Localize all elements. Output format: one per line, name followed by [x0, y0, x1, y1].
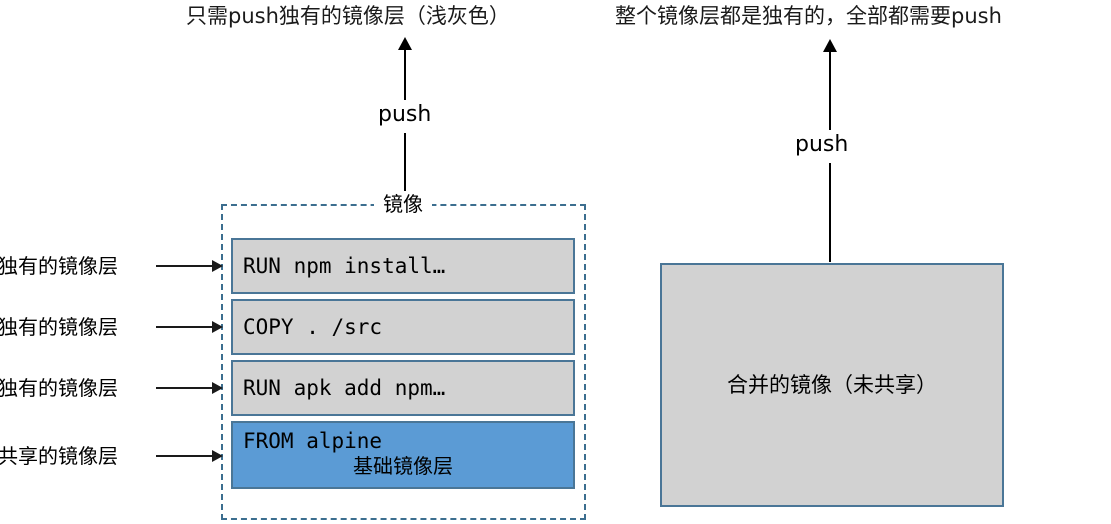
left-push-arrow-upper-segment — [404, 50, 406, 100]
image-container-title: 镜像 — [374, 191, 432, 217]
right-push-label: push — [789, 132, 855, 158]
right-push-arrow-lower-segment — [829, 163, 831, 262]
left-push-label: push — [372, 102, 438, 128]
layer-side-label: 共享的镜像层 — [0, 444, 118, 468]
layer-side-arrow-line — [156, 455, 214, 457]
layer-side-arrow-line — [156, 326, 214, 328]
left-push-arrowhead-icon — [398, 37, 412, 50]
merged-image-label: 合并的镜像（未共享） — [727, 373, 937, 397]
image-layer: RUN apk add npm… — [231, 360, 575, 416]
layer-side-label: 独有的镜像层 — [0, 376, 118, 400]
layer-command: FROM alpine — [243, 429, 383, 453]
image-layer: RUN npm install… — [231, 238, 575, 294]
layer-command: RUN apk add npm… — [243, 375, 446, 400]
left-panel-caption: 只需push独有的镜像层（浅灰色） — [186, 4, 510, 28]
right-push-arrowhead-icon — [823, 39, 837, 52]
layer-side-label: 独有的镜像层 — [0, 315, 118, 339]
layer-side-arrowhead-icon — [212, 382, 223, 394]
layer-side-arrow-line — [156, 387, 214, 389]
layer-side-arrowhead-icon — [212, 260, 223, 272]
merged-image-box: 合并的镜像（未共享） — [660, 263, 1004, 507]
layer-side-label: 独有的镜像层 — [0, 254, 118, 278]
left-push-arrow-lower-segment — [404, 133, 406, 197]
base-layer-sublabel: 基础镜像层 — [353, 454, 453, 478]
layer-side-arrowhead-icon — [212, 450, 223, 462]
layer-command: RUN npm install… — [243, 253, 446, 278]
image-layer: COPY . /src — [231, 299, 575, 355]
right-panel-caption: 整个镜像层都是独有的，全部都需要push — [615, 4, 1002, 28]
image-base-layer: FROM alpine 基础镜像层 — [231, 421, 575, 489]
layer-command: COPY . /src — [243, 314, 383, 339]
layer-side-arrow-line — [156, 265, 214, 267]
layer-side-arrowhead-icon — [212, 321, 223, 333]
right-push-arrow-upper-segment — [829, 52, 831, 130]
